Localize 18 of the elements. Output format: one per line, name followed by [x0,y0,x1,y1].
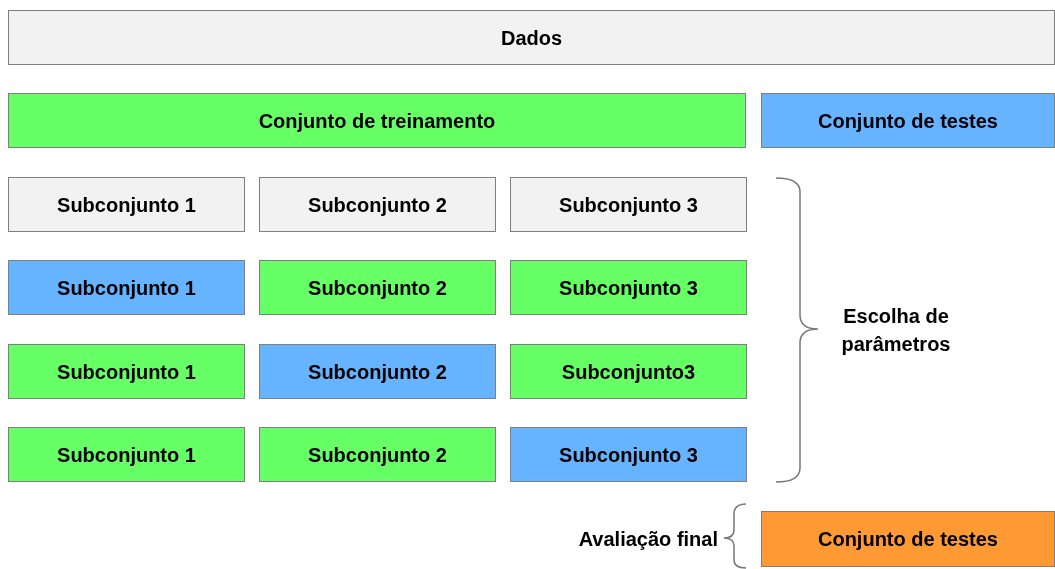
process-box: Subconjunto 1 [8,344,245,399]
process-box: Subconjunto 2 [259,344,496,399]
process-box: Subconjunto3 [510,344,747,399]
process-box: Subconjunto 3 [510,177,747,232]
process-box: Subconjunto 2 [259,427,496,482]
process-box: Conjunto de treinamento [8,93,746,148]
brace-label: Avaliação final [577,527,718,552]
process-box: Subconjunto 2 [259,260,496,315]
process-box: Subconjunto 2 [259,177,496,232]
process-box: Dados [8,10,1055,65]
process-box: Subconjunto 1 [8,177,245,232]
process-box: Conjunto de testes [761,93,1055,148]
brace-label: Escolha de parâmetros [840,304,952,357]
process-box: Subconjunto 1 [8,260,245,315]
process-box: Subconjunto 1 [8,427,245,482]
process-box: Subconjunto 3 [510,260,747,315]
process-box: Conjunto de testes [761,511,1055,567]
process-box: Subconjunto 3 [510,427,747,482]
